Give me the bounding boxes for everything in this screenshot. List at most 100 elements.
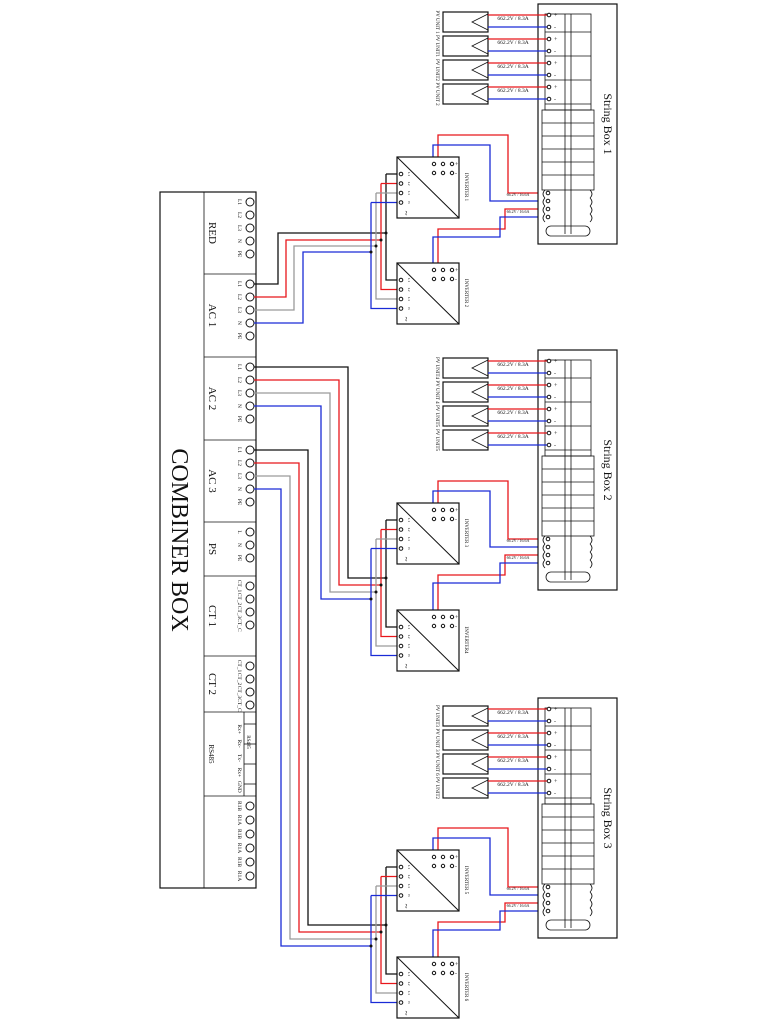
ac-terminal <box>398 277 404 283</box>
polarity-plus-label: + <box>554 37 558 43</box>
terminal-label: L1 <box>236 364 242 370</box>
input-terminal <box>546 394 552 400</box>
terminal-label: CT_C <box>236 618 242 632</box>
input-terminal <box>546 730 552 736</box>
junction-dot <box>374 590 378 594</box>
terminal-screw <box>245 249 255 259</box>
unused-terminal <box>440 267 446 273</box>
section-label: AC 2 <box>206 387 218 411</box>
ac-terminal-label: L1 <box>407 172 411 176</box>
terminal-screw <box>245 674 255 684</box>
ac-terminal <box>398 981 404 986</box>
terminal-label: GND <box>236 781 242 793</box>
output-rating: 66.2V / 16.6A <box>507 192 530 197</box>
junction-dot <box>379 238 383 242</box>
terminal-screw <box>245 607 255 617</box>
combiner-box-title: COMBINER BOX <box>166 448 192 631</box>
pv-unit-label: PV UNIT1 <box>434 35 439 57</box>
polarity-minus-label: - <box>554 49 556 55</box>
dc-positive-wire <box>437 902 548 965</box>
terminal-screw <box>245 375 255 385</box>
pv-unit-label: PV UNIT5 <box>434 429 439 451</box>
ac-terminal-label: L3 <box>407 991 411 995</box>
ac-l2-wire <box>254 239 381 298</box>
pv-panel <box>442 35 489 57</box>
terminal-label: CT_2 <box>236 673 242 686</box>
dc-polarity-label: - <box>455 277 457 283</box>
dc-terminal <box>449 854 455 860</box>
pv-rating: 662.2V / 8.3A <box>497 386 528 392</box>
terminal-label: L3 <box>236 225 242 231</box>
ac-terminal-label: L2 <box>407 528 411 532</box>
terminal-label: CT_3 <box>236 606 242 619</box>
pv-rating: 662.2V / 8.3A <box>497 362 528 368</box>
pv-panel <box>442 59 489 81</box>
pv-unit-label: PV UNIT2 <box>434 59 439 81</box>
terminal-label: CT_1 <box>236 580 242 593</box>
input-terminal <box>546 430 552 436</box>
polarity-plus-label: + <box>554 431 558 437</box>
ac-terminal <box>398 653 404 658</box>
polarity-minus-label: - <box>554 767 556 773</box>
inverter-diagonal <box>396 156 460 219</box>
ac-n-wire <box>370 894 401 1004</box>
pv-panel <box>442 405 489 427</box>
terminal-label: Rx+ <box>236 724 242 734</box>
polarity-plus-label: + <box>554 779 558 785</box>
string-box-title: String Box 1 <box>601 93 615 154</box>
pv-symbol-icon <box>471 85 489 103</box>
ac-l3-wire <box>254 392 376 593</box>
output-terminal-housing <box>542 213 593 223</box>
terminal-screw <box>245 388 255 398</box>
pv-symbol-icon <box>471 359 489 377</box>
output-rating: 66.2V / 16.6A <box>507 555 530 560</box>
dc-polarity-label: - <box>455 864 457 870</box>
unused-terminal <box>440 516 446 522</box>
ac-terminal-label: N <box>407 201 411 204</box>
terminal-label: CT_1 <box>236 660 242 673</box>
pv-unit-label: PV UNIT 6 <box>434 752 439 776</box>
output-terminal-housing <box>542 535 593 545</box>
pv-panel <box>442 429 489 451</box>
terminal-label: L3 <box>236 307 242 313</box>
polarity-plus-label: + <box>554 359 558 365</box>
junction-dot <box>369 250 373 254</box>
inverter-label: INVERTER 6 <box>463 973 468 1002</box>
dc-polarity-label: + <box>455 962 459 968</box>
ac-terminal-label: L3 <box>407 884 411 888</box>
output-terminal-housing <box>542 189 593 199</box>
ac-l3-wire <box>254 245 376 311</box>
input-terminal <box>546 48 552 54</box>
pv-symbol-icon <box>471 37 489 55</box>
terminal-screw <box>245 445 255 455</box>
unused-terminal <box>431 961 437 967</box>
terminal-label: CT_3 <box>236 686 242 699</box>
terminal-screw <box>245 553 255 563</box>
ac-terminal-label: L3 <box>407 644 411 648</box>
terminal-screw <box>245 620 255 630</box>
input-terminal <box>546 754 552 760</box>
terminal-label: L1 <box>236 199 242 205</box>
output-terminal <box>545 198 551 204</box>
polarity-minus-label: - <box>554 97 556 103</box>
terminal-screw <box>245 661 255 671</box>
junction-dot <box>369 944 373 948</box>
output-terminal <box>545 206 551 212</box>
terminal-screw <box>245 197 255 207</box>
ac-terminal <box>398 1000 404 1005</box>
junction-dot <box>374 937 378 941</box>
input-terminal <box>546 72 552 78</box>
pv-panel <box>442 83 489 105</box>
pv-unit-label: PV UNIT 1 <box>434 10 439 34</box>
pv-unit-label: PV UNIT5 <box>434 405 439 427</box>
ac-terminal-label: L2 <box>407 875 411 879</box>
polarity-plus-label: + <box>554 383 558 389</box>
output-terminal-housing <box>542 551 593 561</box>
